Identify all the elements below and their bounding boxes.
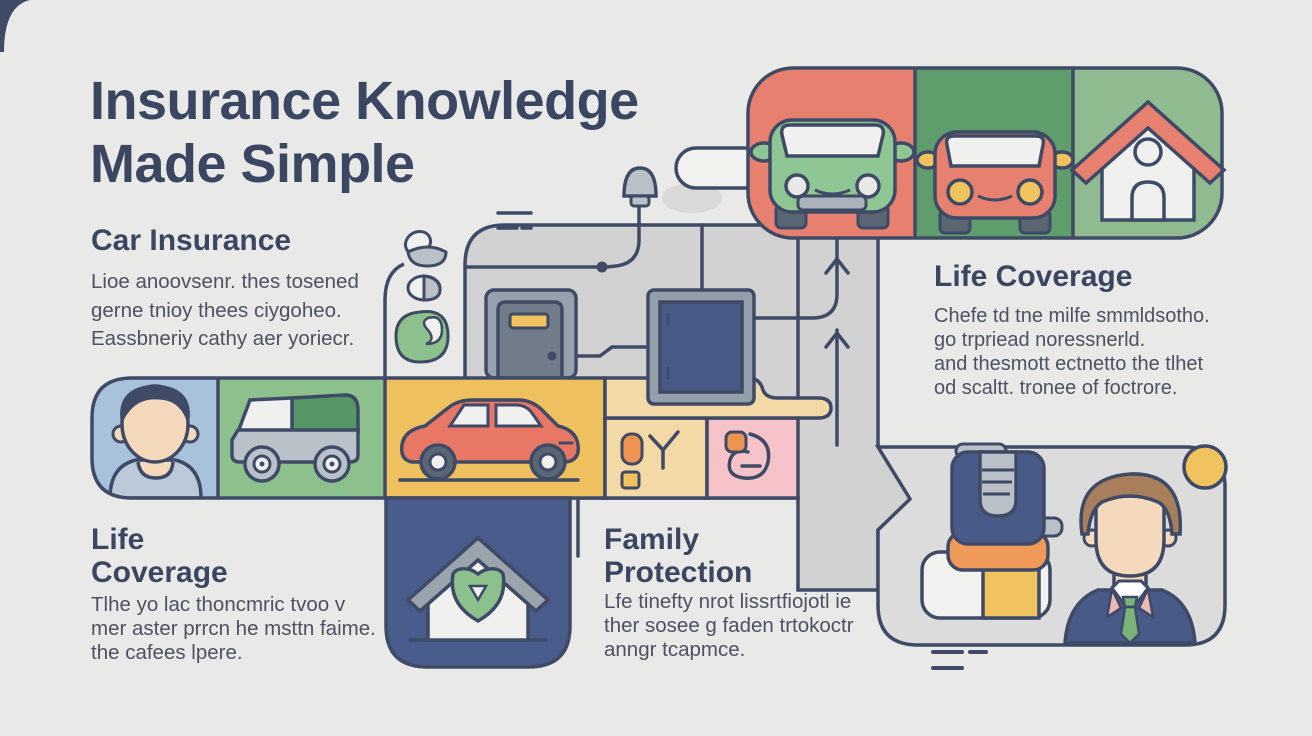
navy-house-block xyxy=(384,496,572,669)
home-shield-icon xyxy=(405,535,551,642)
connector-lines xyxy=(464,204,850,558)
red-car-side-icon xyxy=(398,398,580,482)
speed-dashes-icon xyxy=(931,650,988,670)
body-line: the cafees lpere. xyxy=(91,641,243,664)
green-car-front-icon xyxy=(749,118,916,230)
sun-dot-icon xyxy=(1182,444,1228,490)
body-line: Eassbneriy cathy aer yoriecr. xyxy=(91,327,355,350)
soft-shadow-blob xyxy=(662,183,722,213)
body-line: ther sosee g faden trtokoctr xyxy=(604,614,854,637)
title-line-1: Insurance Knowledge xyxy=(90,71,639,131)
heading-line: Coverage xyxy=(91,556,228,589)
person-avatar-icon xyxy=(108,384,203,498)
section-heading-life-coverage-left: Life Coverage xyxy=(91,523,228,589)
body-line: Tlhe yo lac thoncmric tvoo v xyxy=(91,593,346,616)
body-line: Chefe td tne milfe smmldsotho. xyxy=(934,305,1210,327)
body-line: od scaltt. tronee of foctrore. xyxy=(934,377,1178,399)
consult-card xyxy=(874,442,1228,647)
section-body-life-coverage-right: Chefe td tne milfe smmldsotho. go trprie… xyxy=(934,304,1210,400)
magnet-device-icon xyxy=(920,442,1064,620)
page-title: Insurance Knowledge Made Simple xyxy=(90,70,639,196)
connector-node-dot xyxy=(596,261,608,273)
section-heading-family-protection: Family Protection xyxy=(604,523,752,589)
door-icon xyxy=(484,288,578,380)
body-line: anngr tcapmce. xyxy=(604,638,746,661)
plant-leaves-icon xyxy=(383,229,450,378)
up-arrow-icon xyxy=(824,256,850,275)
bell-stem-line xyxy=(605,204,641,269)
red-car-front-icon xyxy=(915,130,1075,235)
connector-door-to-tv xyxy=(560,345,652,358)
section-heading-life-coverage-right: Life Coverage xyxy=(934,260,1133,293)
corner-frame-mark xyxy=(0,0,30,52)
top-block-row xyxy=(746,66,1227,240)
heading-line: Protection xyxy=(604,556,753,589)
connector-tv-to-block xyxy=(750,236,839,320)
heading-line: Family xyxy=(604,523,700,556)
section-heading-car-insurance: Car Insurance xyxy=(91,224,292,257)
businessman-icon xyxy=(1063,472,1197,645)
section-body-car-insurance: Lioe anoovsenr. thes tosened gerne tnioy… xyxy=(91,268,359,354)
doodle-glyph-icon xyxy=(724,430,771,480)
tv-screen-icon xyxy=(646,288,756,406)
body-line: go trpriead noressnerld. xyxy=(934,329,1146,351)
heading-line: Life xyxy=(91,523,145,556)
bell-icon xyxy=(622,166,658,208)
body-line: and thesmott ectnetto the tlhet xyxy=(934,353,1204,375)
van-icon xyxy=(230,393,360,483)
section-body-family-protection: Lfe tinefty nrot lissrtfiojotl ie ther s… xyxy=(604,590,854,662)
body-line: mer aster prrcn he msttn faime. xyxy=(91,617,376,640)
up-arrow-icon xyxy=(824,330,850,349)
doodle-glyph-block xyxy=(705,416,800,500)
title-line-2: Made Simple xyxy=(90,134,415,194)
body-line: gerne tnioy thees ciygoheo. xyxy=(91,298,342,322)
speed-dashes-icon xyxy=(496,211,533,230)
body-line: Lioe anoovsenr. thes tosened xyxy=(91,270,359,293)
section-body-life-coverage-left: Tlhe yo lac thoncmric tvoo v mer aster p… xyxy=(91,593,376,665)
alert-glyphs-block xyxy=(603,416,709,500)
alert-glyphs-icon xyxy=(620,430,680,490)
body-line: Lfe tinefty nrot lissrtfiojotl ie xyxy=(604,590,852,613)
house-icon xyxy=(1069,99,1227,222)
middle-block-row xyxy=(90,376,607,500)
